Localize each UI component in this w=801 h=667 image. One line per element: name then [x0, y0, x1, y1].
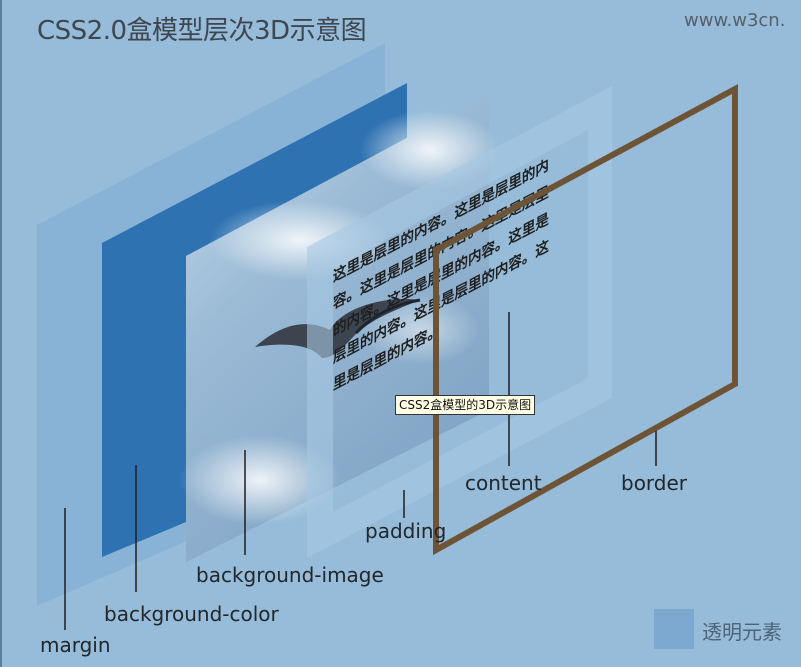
seagull-image — [255, 298, 421, 358]
label-margin: margin — [40, 633, 111, 657]
padding-layer — [307, 86, 612, 558]
border-layer — [433, 83, 738, 556]
label-padding: padding — [365, 519, 447, 543]
label-background-color: background-color — [104, 602, 279, 626]
legend-swatch — [654, 609, 694, 649]
label-border: border — [621, 471, 688, 495]
tooltip: CSS2盒模型的3D示意图 — [395, 395, 536, 415]
site-url: www.w3cn. — [684, 10, 786, 31]
leader-lines — [64, 312, 657, 630]
page-title: CSS2.0盒模型层次3D示意图 — [37, 16, 367, 46]
label-content: content — [465, 471, 542, 495]
legend-label: 透明元素 — [702, 620, 782, 644]
label-background-image: background-image — [196, 563, 384, 587]
